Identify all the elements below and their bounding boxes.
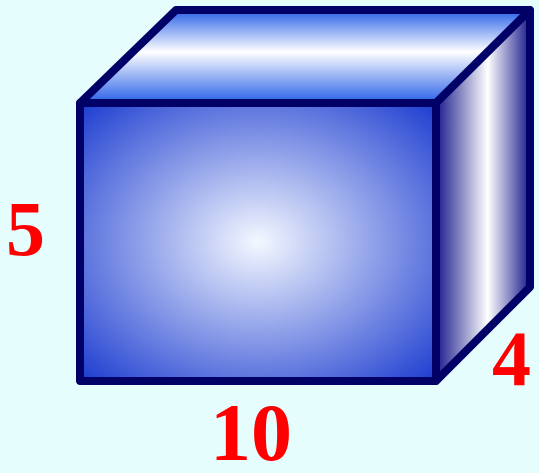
height-label: 5 [6, 185, 45, 272]
prism-front-face [76, 99, 440, 385]
length-label: 10 [210, 387, 292, 473]
depth-label: 4 [492, 315, 531, 402]
